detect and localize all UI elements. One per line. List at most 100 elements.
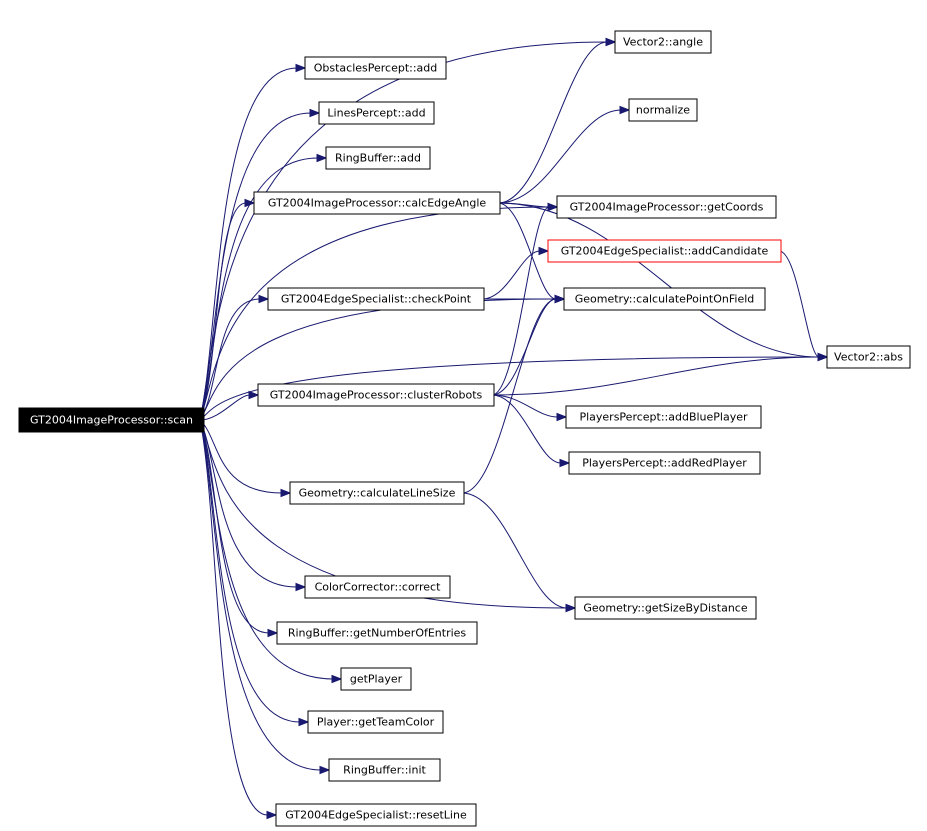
nodes-layer: GT2004ImageProcessor::scan Vector2::angle… xyxy=(18,30,911,827)
node-teamColor-label: Player::getTeamColor xyxy=(317,716,435,729)
edge-scan-to-cluster xyxy=(199,394,251,421)
edge-scan-to-ringinit xyxy=(199,419,322,771)
edge-calcEdge-to-abs xyxy=(497,202,820,358)
edge-cluster-to-redp xyxy=(491,394,562,464)
arrowhead-scan-to-ringadd xyxy=(316,153,328,163)
edge-scan-to-correct xyxy=(199,419,298,588)
edge-scan-to-obst xyxy=(199,67,298,421)
edge-cluster-to-calcPoint xyxy=(491,298,557,396)
edge-checkPoint-to-addCand xyxy=(481,250,541,300)
edge-scan-to-resetLine xyxy=(199,419,269,816)
node-calcPoint[interactable]: Geometry::calculatePointOnField xyxy=(563,287,766,311)
arrowhead-scan-to-checkPoint xyxy=(258,294,270,304)
node-resetLine-label: GT2004EdgeSpecialist::resetLine xyxy=(285,809,467,822)
node-lines-label: LinesPercept::add xyxy=(327,107,425,120)
node-lineSize[interactable]: Geometry::calculateLineSize xyxy=(289,481,465,505)
edge-addCand-to-abs xyxy=(778,250,820,358)
node-blue-box xyxy=(565,405,762,429)
edge-scan-to-numEntries xyxy=(199,419,270,634)
node-abs-label: Vector2::abs xyxy=(834,351,903,364)
node-addCand[interactable]: GT2004EdgeSpecialist::addCandidate xyxy=(547,239,782,263)
node-obst-box xyxy=(304,56,447,80)
node-calcPoint-box xyxy=(563,287,766,311)
edge-scan-to-abs xyxy=(199,356,820,421)
node-numEntries[interactable]: RingBuffer::getNumberOfEntries xyxy=(276,621,478,645)
node-ringadd[interactable]: RingBuffer::add xyxy=(325,146,431,170)
node-cluster-box xyxy=(257,383,495,407)
node-cluster-label: GT2004ImageProcessor::clusterRobots xyxy=(270,389,483,402)
edge-scan-to-getCoords xyxy=(199,206,550,421)
arrowhead-cluster-to-blue xyxy=(556,412,568,422)
edge-scan-to-checkPoint xyxy=(199,298,261,421)
node-getCoords-box xyxy=(556,195,777,219)
node-lineSize-box xyxy=(289,481,465,505)
node-ringinit[interactable]: RingBuffer::init xyxy=(328,758,441,782)
edge-scan-to-teamColor xyxy=(199,419,301,723)
arrowhead-cluster-to-redp xyxy=(559,458,571,468)
node-normalize[interactable]: normalize xyxy=(628,98,698,122)
arrowhead-scan-to-lineSize xyxy=(280,488,292,498)
arrowhead-cluster-to-getCoords xyxy=(547,202,559,212)
node-addCand-box xyxy=(547,239,782,263)
node-checkPoint[interactable]: GT2004EdgeSpecialist::checkPoint xyxy=(267,287,485,311)
node-addCand-label: GT2004EdgeSpecialist::addCandidate xyxy=(561,245,769,258)
node-blue-label: PlayersPercept::addBluePlayer xyxy=(579,411,748,424)
node-ringadd-box xyxy=(325,146,431,170)
edge-calcEdge-to-calcPoint xyxy=(497,202,557,300)
edge-scan-to-angle xyxy=(199,41,608,421)
node-scan-label: GT2004ImageProcessor::scan xyxy=(30,414,193,427)
node-ringadd-label: RingBuffer::add xyxy=(335,152,421,165)
node-ringinit-box xyxy=(328,758,441,782)
edge-lineSize-to-calcPoint xyxy=(461,298,557,494)
node-normalize-label: normalize xyxy=(636,104,690,117)
edge-calcEdge-to-angle xyxy=(497,41,608,204)
node-redp-box xyxy=(568,451,761,475)
node-obst[interactable]: ObstaclesPercept::add xyxy=(304,56,447,80)
node-ringinit-label: RingBuffer::init xyxy=(343,764,426,777)
node-resetLine[interactable]: GT2004EdgeSpecialist::resetLine xyxy=(275,803,477,827)
arrowhead-scan-to-resetLine xyxy=(266,810,278,820)
edge-scan-to-calcEdge xyxy=(199,202,247,421)
node-lines-box xyxy=(318,101,435,125)
node-correct[interactable]: ColorCorrector::correct xyxy=(304,575,451,599)
arrowhead-scan-to-obst xyxy=(295,63,307,73)
node-angle-label: Vector2::angle xyxy=(623,36,703,49)
node-sizeDist-label: Geometry::getSizeByDistance xyxy=(583,602,747,615)
node-numEntries-label: RingBuffer::getNumberOfEntries xyxy=(288,627,467,640)
arrowhead-scan-to-teamColor xyxy=(298,717,310,727)
arrowhead-scan-to-correct xyxy=(295,582,307,592)
arrowhead-checkPoint-to-addCand xyxy=(538,246,550,256)
node-redp[interactable]: PlayersPercept::addRedPlayer xyxy=(568,451,761,475)
node-getPlayer[interactable]: getPlayer xyxy=(340,667,412,691)
node-getPlayer-label: getPlayer xyxy=(350,673,403,686)
arrowhead-lineSize-to-sizeDist xyxy=(565,603,577,613)
node-normalize-box xyxy=(628,98,698,122)
node-checkPoint-box xyxy=(267,287,485,311)
node-calcEdge[interactable]: GT2004ImageProcessor::calcEdgeAngle xyxy=(253,191,501,215)
node-calcEdge-box xyxy=(253,191,501,215)
node-scan[interactable]: GT2004ImageProcessor::scan xyxy=(18,407,205,433)
node-blue[interactable]: PlayersPercept::addBluePlayer xyxy=(565,405,762,429)
node-cluster[interactable]: GT2004ImageProcessor::clusterRobots xyxy=(257,383,495,407)
node-abs[interactable]: Vector2::abs xyxy=(826,345,911,369)
node-obst-label: ObstaclesPercept::add xyxy=(314,62,438,75)
edge-cluster-to-blue xyxy=(491,394,559,418)
edge-scan-to-lines xyxy=(199,112,312,421)
node-lineSize-label: Geometry::calculateLineSize xyxy=(299,487,456,500)
node-calcPoint-label: Geometry::calculatePointOnField xyxy=(575,293,755,306)
node-abs-box xyxy=(826,345,911,369)
node-sizeDist-box xyxy=(574,596,757,620)
node-angle[interactable]: Vector2::angle xyxy=(614,30,712,54)
node-teamColor[interactable]: Player::getTeamColor xyxy=(307,710,444,734)
arrowhead-scan-to-calcEdge xyxy=(244,198,256,208)
arrowhead-calcEdge-to-normalize xyxy=(619,105,631,115)
node-correct-label: ColorCorrector::correct xyxy=(315,581,442,594)
node-getCoords[interactable]: GT2004ImageProcessor::getCoords xyxy=(556,195,777,219)
node-correct-box xyxy=(304,575,451,599)
arrowhead-lineSize-to-calcPoint xyxy=(554,294,566,304)
node-lines[interactable]: LinesPercept::add xyxy=(318,101,435,125)
node-calcEdge-label: GT2004ImageProcessor::calcEdgeAngle xyxy=(268,197,487,210)
node-sizeDist[interactable]: Geometry::getSizeByDistance xyxy=(574,596,757,620)
arrowhead-scan-to-numEntries xyxy=(267,628,279,638)
